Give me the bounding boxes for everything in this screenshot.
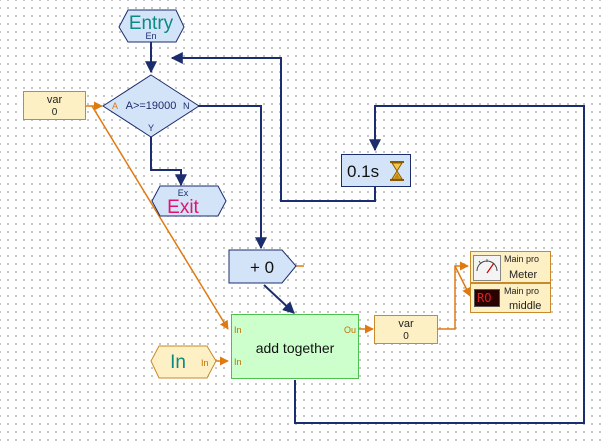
meter-gauge-icon xyxy=(473,255,501,281)
flow-wires xyxy=(145,42,585,424)
add-block-title: add together xyxy=(255,340,335,356)
display-caption: middle xyxy=(509,300,542,312)
variable-input-node[interactable]: var 0 xyxy=(23,91,86,120)
timer-node[interactable]: 0.1s xyxy=(341,154,411,187)
add-block-port-in2: In xyxy=(234,357,242,367)
entry-port-label: En xyxy=(145,31,156,41)
entry-node[interactable]: Entry En xyxy=(118,9,185,43)
add-block-port-in1: In xyxy=(234,325,242,335)
in-node-port: In xyxy=(201,358,209,368)
variable-input-value: 0 xyxy=(51,107,58,118)
variable-output-node[interactable]: var 0 xyxy=(374,315,438,344)
wire-var-to-add-in1 xyxy=(91,105,229,330)
hourglass-icon xyxy=(390,161,404,181)
display-name: Main pro xyxy=(504,286,540,296)
wire-branch-no-to-adder xyxy=(198,105,267,250)
in-node-title: In xyxy=(170,352,186,373)
meter-panel[interactable]: Main pro Meter xyxy=(470,251,551,283)
adder-label: + 0 xyxy=(250,258,274,277)
wire-adder-to-add-block xyxy=(263,284,295,314)
wire-var-to-displays xyxy=(438,261,469,330)
add-together-block[interactable]: In In Ou add together xyxy=(231,314,359,379)
variable-input-label: var xyxy=(46,94,63,106)
variable-output-label: var xyxy=(398,318,414,330)
branch-condition: A>=19000 xyxy=(126,100,177,112)
meter-caption: Meter xyxy=(509,269,538,281)
adder-node[interactable]: + 0 xyxy=(228,249,297,284)
branch-port-in: A xyxy=(112,101,118,111)
wire-var-to-display-2 xyxy=(454,265,471,297)
display-panel[interactable]: RO Main pro middle xyxy=(470,283,551,313)
branch-yes-label: Y xyxy=(148,123,154,133)
exit-port-label: Ex xyxy=(178,188,189,198)
variable-output-value: 0 xyxy=(403,331,409,342)
exit-title: Exit xyxy=(167,197,199,218)
branch-no-label: N xyxy=(183,101,190,111)
in-node[interactable]: In In xyxy=(150,345,217,379)
led-display-icon: RO xyxy=(474,289,500,307)
entry-title: Entry xyxy=(129,13,174,34)
timer-label: 0.1s xyxy=(347,162,380,181)
add-block-port-out: Ou xyxy=(343,325,356,335)
wire-add-block-to-timer xyxy=(294,105,585,424)
meter-name: Main pro xyxy=(504,254,540,264)
wire-branch-yes-to-exit xyxy=(150,136,187,187)
wire-timer-loop-back xyxy=(170,52,376,202)
branch-node[interactable]: A A>=19000 N Y xyxy=(102,74,200,138)
exit-node[interactable]: Ex Exit xyxy=(151,185,227,218)
led-display-text: RO xyxy=(477,291,492,305)
